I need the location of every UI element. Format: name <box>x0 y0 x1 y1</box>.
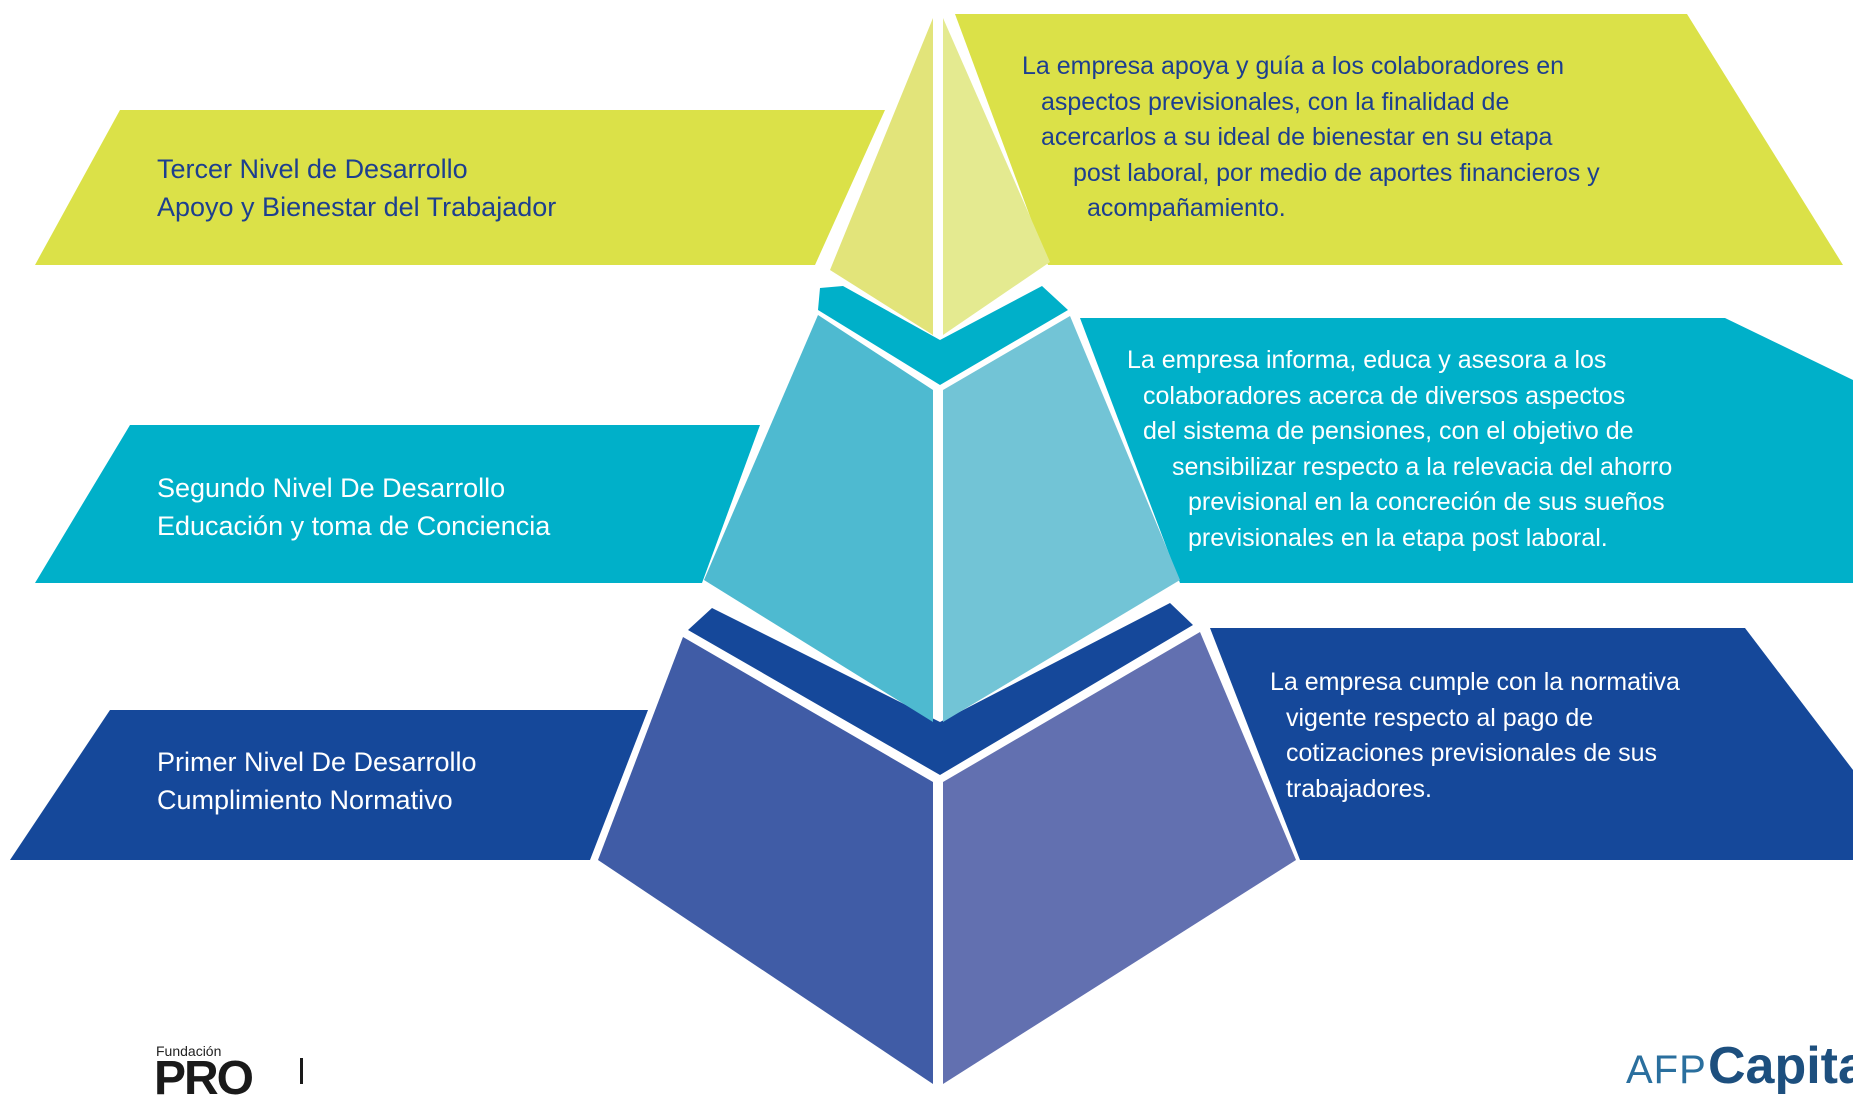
level1-title: Primer Nivel De Desarrollo <box>157 747 477 777</box>
level2-desc-line: La empresa informa, educa y asesora a lo… <box>1127 346 1607 374</box>
level3-desc-line: post laboral, por medio de aportes finan… <box>1073 158 1600 187</box>
level2-title: Segundo Nivel De Desarrollo <box>157 473 506 503</box>
level3-label: Tercer Nivel de Desarrollo Apoyo y Biene… <box>157 150 556 226</box>
level1-label: Primer Nivel De Desarrollo Cumplimiento … <box>157 743 477 819</box>
fundacion-pro-logo-text: PRO <box>154 1052 254 1105</box>
afp-capital-logo-prefix: AFP <box>1626 1048 1707 1092</box>
level2-desc-line: colaboradores acerca de diversos aspecto… <box>1143 381 1626 410</box>
level3-description: La empresa apoya y guía a los colaborado… <box>1022 49 1600 227</box>
level3-desc-line: aspectos previsionales, con la finalidad… <box>1041 87 1510 116</box>
level2-connector-band <box>818 286 1068 385</box>
level1-connector-band <box>688 603 1193 775</box>
level3-desc-line: La empresa apoya y guía a los colaborado… <box>1022 52 1565 80</box>
level2-description: La empresa informa, educa y asesora a lo… <box>1127 343 1672 556</box>
level1-desc-line: La empresa cumple con la normativa <box>1270 668 1680 696</box>
level3-right-banner <box>955 14 1843 265</box>
level2-desc-line: sensibilizar respecto a la relevacia del… <box>1172 452 1673 481</box>
level1-right-face <box>943 632 1296 1084</box>
level3-right-face <box>943 18 1050 335</box>
level3-left-banner <box>35 110 885 265</box>
level1-desc-line: trabajadores. <box>1286 774 1432 803</box>
level2-right-banner <box>1080 318 1853 583</box>
level3-desc-line: acercarlos a su ideal de bienestar en su… <box>1041 123 1553 151</box>
level3-desc-line: acompañamiento. <box>1087 194 1286 222</box>
level1-subtitle: Cumplimiento Normativo <box>157 785 453 815</box>
level1-desc-line: vigente respecto al pago de <box>1286 703 1594 732</box>
fundacion-pro-logo-small-text: Fundación <box>156 1043 222 1059</box>
level2-label: Segundo Nivel De Desarrollo Educación y … <box>157 469 550 545</box>
level3-left-face <box>830 18 933 335</box>
afp-capital-logo-name: Capital <box>1708 1037 1853 1095</box>
level1-description: La empresa cumple con la normativa vigen… <box>1270 665 1680 807</box>
level3-title: Tercer Nivel de Desarrollo <box>157 154 468 184</box>
level2-right-face <box>943 316 1180 722</box>
level2-desc-line: previsional en la concreción de sus sueñ… <box>1188 488 1665 516</box>
level1-left-face <box>598 637 933 1084</box>
level2-subtitle: Educación y toma de Conciencia <box>157 511 551 541</box>
level1-left-banner <box>10 710 648 860</box>
fundacion-pro-logo-mark <box>300 1058 303 1084</box>
level2-desc-line: del sistema de pensiones, con el objetiv… <box>1143 417 1634 445</box>
level1-desc-line: cotizaciones previsionales de sus <box>1286 739 1658 767</box>
level3-subtitle: Apoyo y Bienestar del Trabajador <box>157 192 557 222</box>
level2-left-face <box>704 315 933 722</box>
level1-right-banner <box>1210 628 1853 860</box>
level2-left-banner <box>35 425 760 583</box>
level2-desc-line: previsionales en la etapa post laboral. <box>1188 523 1608 552</box>
